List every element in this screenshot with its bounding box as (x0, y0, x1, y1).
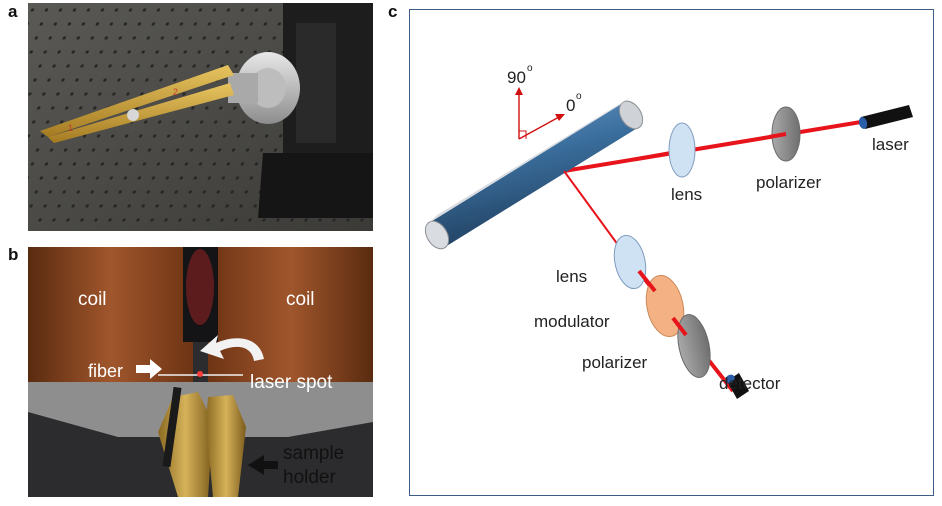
label-polarizer-top: polarizer (756, 173, 822, 192)
label-detector: detector (719, 374, 781, 393)
laser-source (858, 105, 913, 129)
schematic-frame (409, 9, 934, 496)
polarizer-bottom (677, 314, 711, 378)
panel-label-b: b (8, 245, 19, 264)
label-lens-top: lens (671, 185, 702, 204)
panel-label-a: a (8, 2, 18, 21)
label-sample-holder-2: holder (283, 467, 336, 488)
optical-schematic: 90 o 0 o laser polarizer lens lens modul… (424, 63, 913, 399)
label-sample-holder-1: sample (283, 443, 344, 464)
label-lens-bottom: lens (556, 267, 587, 286)
lens-bottom (613, 234, 647, 290)
label-angle-0: 0 (566, 96, 575, 115)
label-angle-90: 90 (507, 68, 526, 87)
beam-focused-in (563, 149, 683, 172)
svg-text:1: 1 (68, 123, 73, 133)
label-fiber: fiber (88, 361, 123, 381)
beam-reflected (563, 170, 622, 250)
label-modulator: modulator (534, 312, 610, 331)
photo-sample-area: coil coil fiber laser spot sample holder (28, 247, 373, 497)
fiber-cylinder (424, 97, 644, 250)
holder-arrow (248, 455, 278, 475)
label-coil-left: coil (78, 289, 107, 310)
svg-text:2: 2 (173, 87, 178, 97)
degree-mark-0: o (576, 91, 582, 102)
panel-label-c: c (388, 2, 398, 21)
label-laser-spot: laser spot (250, 372, 333, 393)
photo-tweezer-mount: 1 2 (28, 3, 373, 231)
curved-arrow (200, 335, 264, 361)
label-polarizer-bottom: polarizer (582, 353, 648, 372)
detector (725, 373, 749, 399)
label-laser: laser (872, 135, 909, 154)
lens-top (668, 122, 696, 178)
label-coil-right: coil (286, 289, 315, 310)
fiber-arrow (136, 359, 162, 379)
angle-axes (515, 87, 565, 140)
degree-mark-90: o (527, 63, 533, 74)
